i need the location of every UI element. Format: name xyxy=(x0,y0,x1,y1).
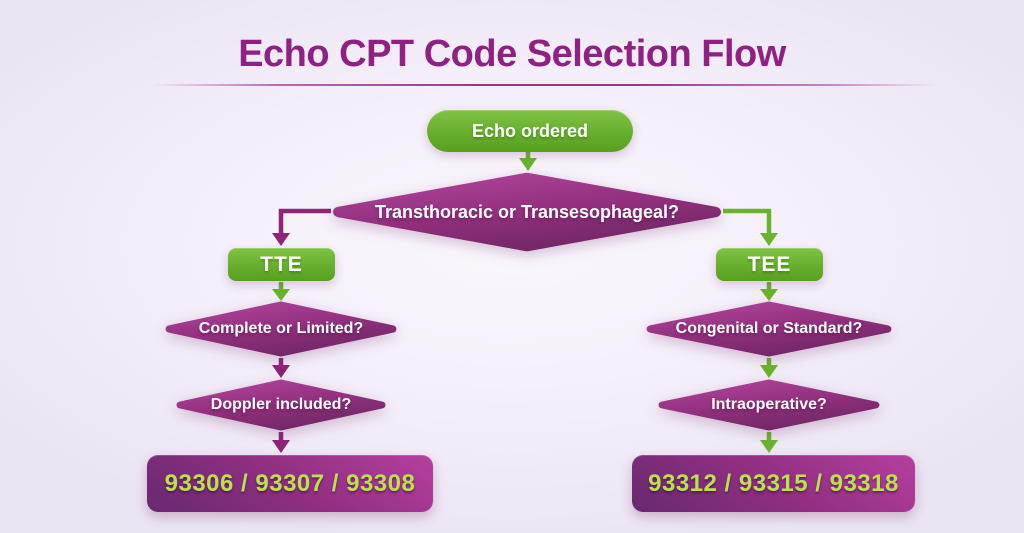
diamond-shape-icon xyxy=(165,301,397,357)
arrow-start-to-main-icon xyxy=(519,152,537,171)
page-title: Echo CPT Code Selection Flow xyxy=(238,33,786,75)
decision-complete-or-limited: Complete or Limited? xyxy=(165,301,397,357)
decision-doppler-included: Doppler included? xyxy=(176,379,386,431)
arrow-main-to-tee-icon xyxy=(723,208,778,246)
diamond-shape-icon xyxy=(332,172,722,252)
arrow-question1-to-question2-right-icon xyxy=(760,358,778,378)
decision-congenital-or-standard: Congenital or Standard? xyxy=(646,301,892,357)
diamond-shape-icon xyxy=(646,301,892,357)
start-label: Echo ordered xyxy=(471,120,589,141)
decision-doppler-included-label: Doppler included? xyxy=(210,396,352,413)
decision-complete-or-limited-label: Complete or Limited? xyxy=(198,320,364,337)
arrow-question2-to-result-left-icon xyxy=(272,432,290,453)
decision-intraoperative-label: Intraoperative? xyxy=(711,396,827,413)
diamond-shape-icon xyxy=(658,379,880,431)
result-tee-codes: 93312 / 93315 / 93318 xyxy=(632,455,915,512)
arrow-question2-to-result-right-icon xyxy=(760,432,778,453)
decision-intraoperative: Intraoperative? xyxy=(658,379,880,431)
branch-label-tte: TTE xyxy=(228,248,335,281)
decision-congenital-or-standard-label: Congenital or Standard? xyxy=(675,320,863,337)
title-divider xyxy=(152,84,936,86)
tee-label: TEE xyxy=(747,252,792,276)
arrow-question1-to-question2-left-icon xyxy=(272,358,290,378)
tte-label: TTE xyxy=(260,252,303,276)
arrow-tte-to-question1-icon xyxy=(272,282,290,301)
decision-main: Transthoracic or Transesophageal? xyxy=(332,172,722,252)
arrow-tee-to-question1-icon xyxy=(760,282,778,301)
result-tte-codes: 93306 / 93307 / 93308 xyxy=(147,455,433,512)
decision-main-label: Transthoracic or Transesophageal? xyxy=(374,201,680,222)
result-tee-codes-label: 93312 / 93315 / 93318 xyxy=(648,469,899,497)
result-tte-codes-label: 93306 / 93307 / 93308 xyxy=(164,469,416,497)
arrow-main-to-tte-icon xyxy=(272,208,331,246)
start-node: Echo ordered xyxy=(427,110,633,152)
diamond-shape-icon xyxy=(176,379,386,431)
branch-label-tee: TEE xyxy=(716,248,823,281)
